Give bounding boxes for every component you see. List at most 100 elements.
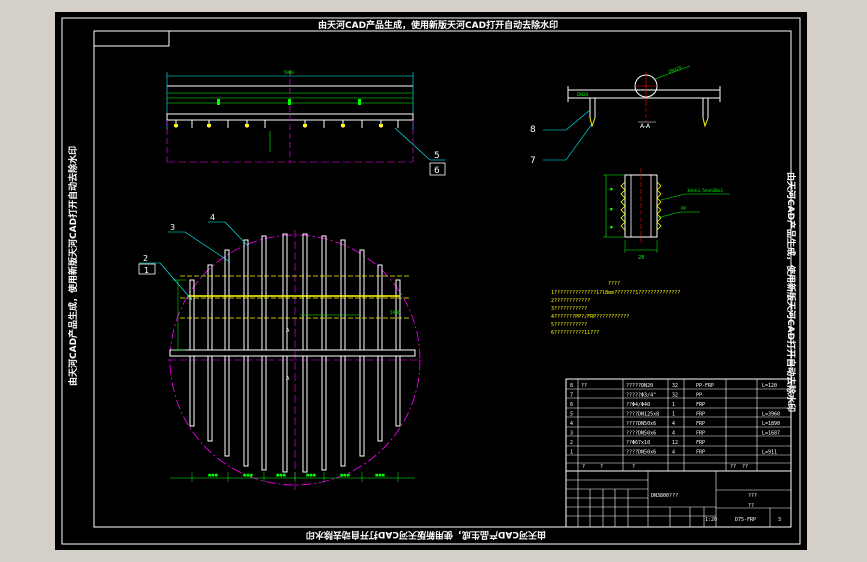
note-line-6: 6??????????11??? xyxy=(551,330,599,336)
watermark-right: 由天河CAD产品生成，使用新版天河CAD打开自动去除水印 xyxy=(785,172,797,412)
bom-cell-no: 8 xyxy=(570,383,573,389)
bom-cell-name: ?????Φ3/4" xyxy=(626,393,656,399)
bom-cell-note: L=1890 xyxy=(762,421,780,427)
bom-cell-mat: FRP xyxy=(696,440,705,446)
svg-text:■■■: ■■■ xyxy=(208,473,218,477)
svg-text:■■■: ■■■ xyxy=(340,473,350,477)
svg-text:■■■: ■■■ xyxy=(276,473,286,477)
bom-cell-mat: FRP xyxy=(696,421,705,427)
pipe-detail-view: 28 3mm3, 5mm38x3 PP ■ ■ ■ xyxy=(603,168,730,261)
bom-cell-no: 4 xyxy=(570,421,573,427)
callout-5-6: 5 6 xyxy=(394,127,446,176)
bom-cell-no: 3 xyxy=(570,431,573,437)
callout-7: 7 xyxy=(530,156,536,166)
callout-2: 2 xyxy=(143,254,148,263)
revision-box xyxy=(93,30,170,47)
bom-cell-name: ????DN125x8 xyxy=(626,412,659,418)
bom-cell-note: L=120 xyxy=(762,383,777,389)
note-line-3: 3??????????? xyxy=(551,306,587,312)
bom-cell-qty: 12 xyxy=(672,440,678,446)
bom-footer-cell: ? xyxy=(632,464,635,470)
section-aa-view: DN125 DN20 A-A xyxy=(567,64,721,130)
bom-footer-cell: ? xyxy=(600,464,603,470)
bom-cell-no: 6 xyxy=(570,402,573,408)
callout-7-8: 8 7 xyxy=(530,109,593,166)
bom-cell-name: ????DN50x6 xyxy=(626,421,656,427)
bom-cell-qty: 4 xyxy=(672,431,675,437)
bom-cell-qty: 32 xyxy=(672,383,678,389)
plan-main-dim: 5900 xyxy=(390,310,401,315)
top-length-dim: 5900 xyxy=(284,70,294,75)
plan-callouts: 2 1 3 4 xyxy=(138,213,249,301)
callout-5: 5 xyxy=(434,151,440,161)
svg-text:A: A xyxy=(286,376,290,382)
svg-text:DN125: DN125 xyxy=(668,64,683,74)
bom-cell-mat: FRP xyxy=(696,431,705,437)
watermark-top: 由天河CAD产品生成，使用新版天河CAD打开自动去除水印 xyxy=(318,19,558,31)
svg-text:3mm3, 5mm38x3: 3mm3, 5mm38x3 xyxy=(687,188,723,193)
notes-heading: ???? xyxy=(608,281,620,287)
bom-cell-note: L=1687 xyxy=(762,431,780,437)
bom-cell-mat: PP-FRP xyxy=(696,383,714,389)
bom-cell-mat: FRP xyxy=(696,450,705,456)
svg-text:PP: PP xyxy=(681,206,686,211)
drawing-scale: 1:20 xyxy=(705,517,717,523)
bom-cell-code: ?? xyxy=(581,383,587,389)
drawing-sub: ?? xyxy=(748,503,754,509)
inner-frame xyxy=(93,30,792,528)
svg-text:■: ■ xyxy=(610,207,613,211)
bom-footer-cell: ?? xyxy=(742,464,748,470)
bom-cell-no: 1 xyxy=(570,450,573,456)
bom-cell-mat: FRP xyxy=(696,402,705,408)
bom-cell-name: ????DN50x6 xyxy=(626,450,656,456)
section-aa-label: A-A xyxy=(640,123,651,130)
technical-notes: ???? 1??????????????1?l8mm???????1??????… xyxy=(551,281,680,336)
bom-cell-qty: 1 xyxy=(672,412,675,418)
svg-text:■■■: ■■■ xyxy=(306,473,316,477)
drawing-number: DN3800??? xyxy=(651,493,678,499)
bom-cell-mat: FRP xyxy=(696,412,705,418)
bom-cell-qty: 1 xyxy=(672,402,675,408)
bom-cell-qty: 4 xyxy=(672,450,675,456)
drawing-background xyxy=(55,12,807,550)
bom-cell-no: 2 xyxy=(570,440,573,446)
title-block: DN3800??? ??? ?? 1:20 D75-FRP 3 xyxy=(565,470,792,528)
bom-cell-name: ?????DN20 xyxy=(626,383,653,389)
svg-text:28: 28 xyxy=(638,255,644,261)
bom-cell-note: L=911 xyxy=(762,450,777,456)
bom-cell-name: ??Φ67x10 xyxy=(626,440,650,446)
bom-footer-cell: ?? xyxy=(730,464,736,470)
svg-text:DN20: DN20 xyxy=(577,92,589,97)
bom-cell-qty: 4 xyxy=(672,421,675,427)
note-line-4: 4???????PP?/FRP??????????? xyxy=(551,314,629,320)
bom-cell-name: ????DN50x6 xyxy=(626,431,656,437)
top-elevation-view: 5900 xyxy=(166,70,414,163)
bom-cell-note: L=3960 xyxy=(762,412,780,418)
drawing-code: D75-FRP xyxy=(735,517,756,523)
watermark-left: 由天河CAD产品生成，使用新版天河CAD打开自动去除水印 xyxy=(67,146,79,386)
callout-6: 6 xyxy=(434,166,440,176)
callout-4: 4 xyxy=(210,213,215,222)
svg-text:■■■: ■■■ xyxy=(243,473,253,477)
watermark-bottom: 由天河CAD产品生成，使用新版天河CAD打开自动去除水印 xyxy=(306,529,546,541)
callout-3: 3 xyxy=(170,223,175,232)
svg-text:■: ■ xyxy=(610,225,613,229)
callout-8: 8 xyxy=(530,125,536,135)
drawing-sheet: 3 xyxy=(778,517,781,523)
bom-cell-qty: 32 xyxy=(672,393,678,399)
note-line-1: 1??????????????1?l8mm???????1???????????… xyxy=(551,290,680,296)
svg-text:■■■: ■■■ xyxy=(375,473,385,477)
note-line-5: 5??????????? xyxy=(551,322,587,328)
note-line-2: 2???????????? xyxy=(551,298,590,304)
svg-text:A: A xyxy=(286,328,290,334)
plan-view: ■■■ ■■■ ■■■ ■■■ ■■■ ■■■ A A 5900 xyxy=(168,230,422,490)
sheet-border xyxy=(61,17,801,545)
bom-cell-no: 7 xyxy=(570,393,573,399)
callout-1: 1 xyxy=(144,266,149,275)
bom-cell-name: ??Φ4/Φ40 xyxy=(626,402,650,408)
bom-footer-cell: ? xyxy=(582,464,585,470)
svg-text:■: ■ xyxy=(610,187,613,191)
drawing-title: ??? xyxy=(748,493,757,499)
